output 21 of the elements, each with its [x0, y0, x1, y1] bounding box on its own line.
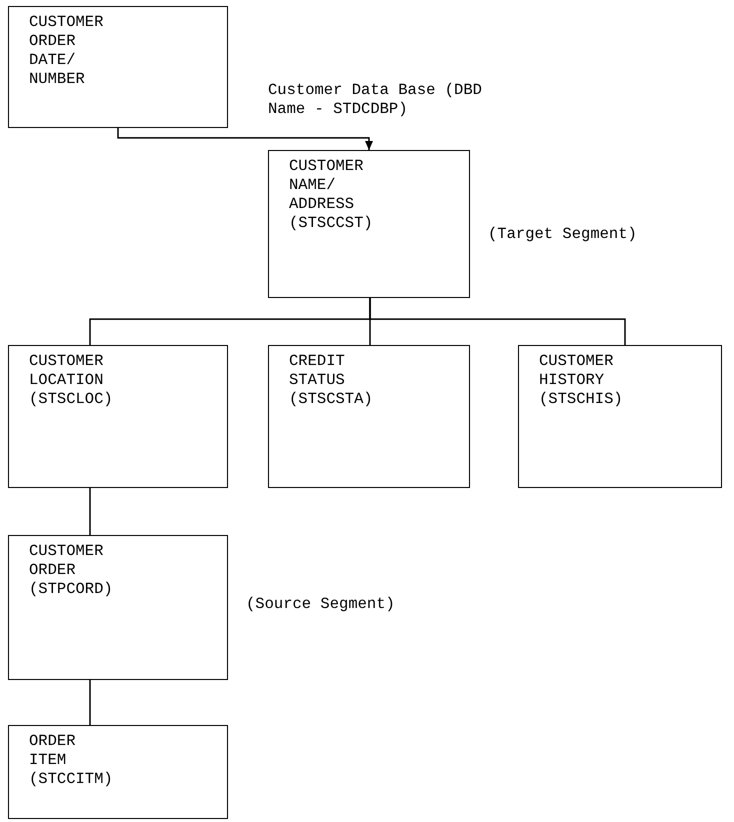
segment-box: [268, 345, 470, 488]
segment-box: [268, 150, 470, 298]
connector-line: [89, 488, 91, 535]
segment-label: CUSTOMER LOCATION (STSCLOC): [29, 352, 114, 409]
segment-label: CUSTOMER ORDER (STPCORD): [29, 542, 114, 599]
segment-box: [8, 6, 228, 128]
segment-role-note: (Target Segment): [488, 225, 637, 244]
segment-label: ORDER ITEM (STCCITM): [29, 732, 114, 789]
database-heading: Customer Data Base (DBD Name - STDCDBP): [268, 81, 483, 119]
connector-line: [369, 298, 626, 345]
arrow: [117, 128, 373, 150]
segment-box: [8, 535, 228, 680]
connector-line: [89, 680, 91, 725]
segment-box: [8, 345, 228, 488]
segment-label: CREDIT STATUS (STSCSTA): [289, 352, 374, 409]
segment-label: CUSTOMER ORDER DATE/ NUMBER: [29, 13, 104, 89]
segment-label: CUSTOMER HISTORY (STSCHIS): [539, 352, 624, 409]
segment-role-note: (Source Segment): [246, 595, 395, 614]
segment-box: [8, 725, 228, 819]
segment-label: CUSTOMER NAME/ ADDRESS (STSCCST): [289, 157, 374, 233]
segment-box: [518, 345, 722, 488]
